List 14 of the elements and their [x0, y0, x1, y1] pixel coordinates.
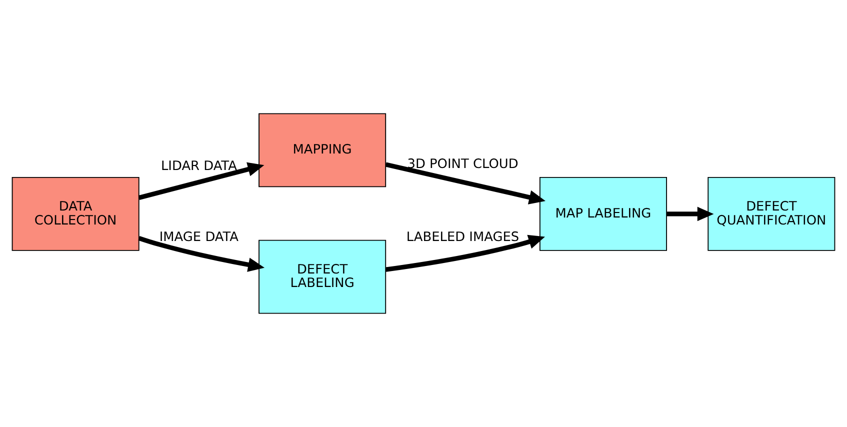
node-box: DEFECT QUANTIFICATION — [708, 177, 836, 251]
arrow — [385, 162, 546, 204]
arrow — [666, 206, 714, 222]
arrow — [385, 234, 545, 272]
edge-label: IMAGE DATA — [159, 230, 239, 245]
edge-label: LABELED IMAGES — [406, 230, 520, 245]
node-box: DATA COLLECTION — [12, 177, 140, 251]
edge-label: LIDAR DATA — [160, 158, 237, 174]
edge-label: 3D POINT CLOUD — [407, 156, 518, 172]
node-box: MAPPING — [258, 113, 386, 188]
node-box: DEFECT LABELING — [258, 240, 386, 314]
arrow — [138, 162, 264, 200]
arrow — [138, 236, 265, 272]
node-box: MAP LABELING — [539, 177, 667, 251]
